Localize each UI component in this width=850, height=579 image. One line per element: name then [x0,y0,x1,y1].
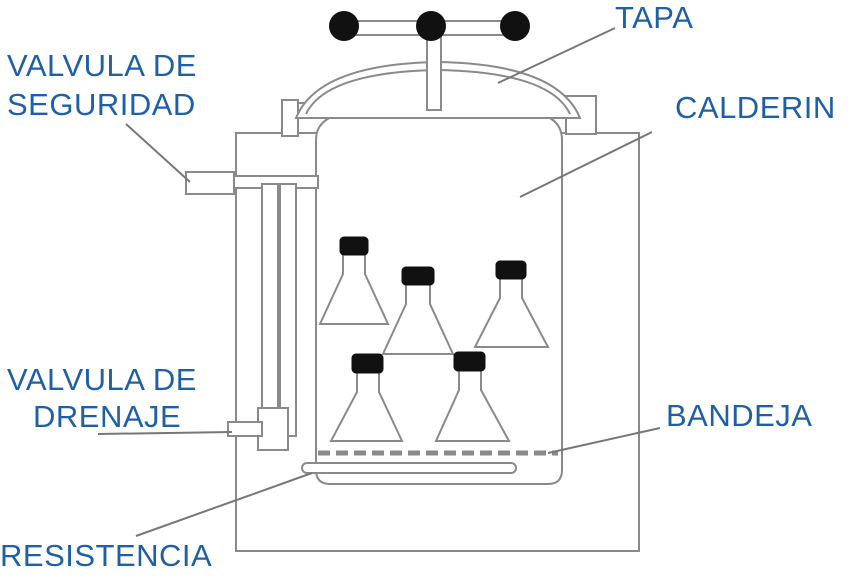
leader-line-valvula-drenaje [97,431,233,435]
flask-1 [318,236,390,325]
label-resistencia: RESISTENCIA [0,538,213,573]
label-valvula-drenaje-line1: VALVULA DE [7,362,197,397]
leader-line-bandeja [547,427,661,454]
drain-pipe-vertical-inner [279,183,297,437]
flask-3 [473,260,550,348]
leader-line-tapa [497,27,616,84]
leader-line-calderin [519,131,653,198]
lid-knob-center [416,11,446,41]
safety-valve-body [185,171,235,195]
flask-4 [329,353,404,442]
lid-knob-left [329,11,359,41]
label-valvula-seguridad-line2: SEGURIDAD [7,87,196,122]
label-valvula-seguridad-line1: VALVULA DE [7,48,197,83]
label-tapa: TAPA [615,0,694,35]
label-valvula-drenaje-line2: DRENAJE [33,399,182,434]
lid-knob-right [500,11,530,41]
drain-valve-spout [227,421,263,437]
flask-2 [381,266,455,355]
leader-line-resistencia [135,472,313,537]
label-bandeja: BANDEJA [666,398,813,433]
leader-line-valvula-seguridad [125,123,191,183]
label-calderin: CALDERIN [675,90,836,125]
lid-screw-shaft [426,33,442,111]
heating-element [301,462,517,474]
flask-5 [434,351,511,442]
drain-pipe-vertical-outer [261,183,279,437]
